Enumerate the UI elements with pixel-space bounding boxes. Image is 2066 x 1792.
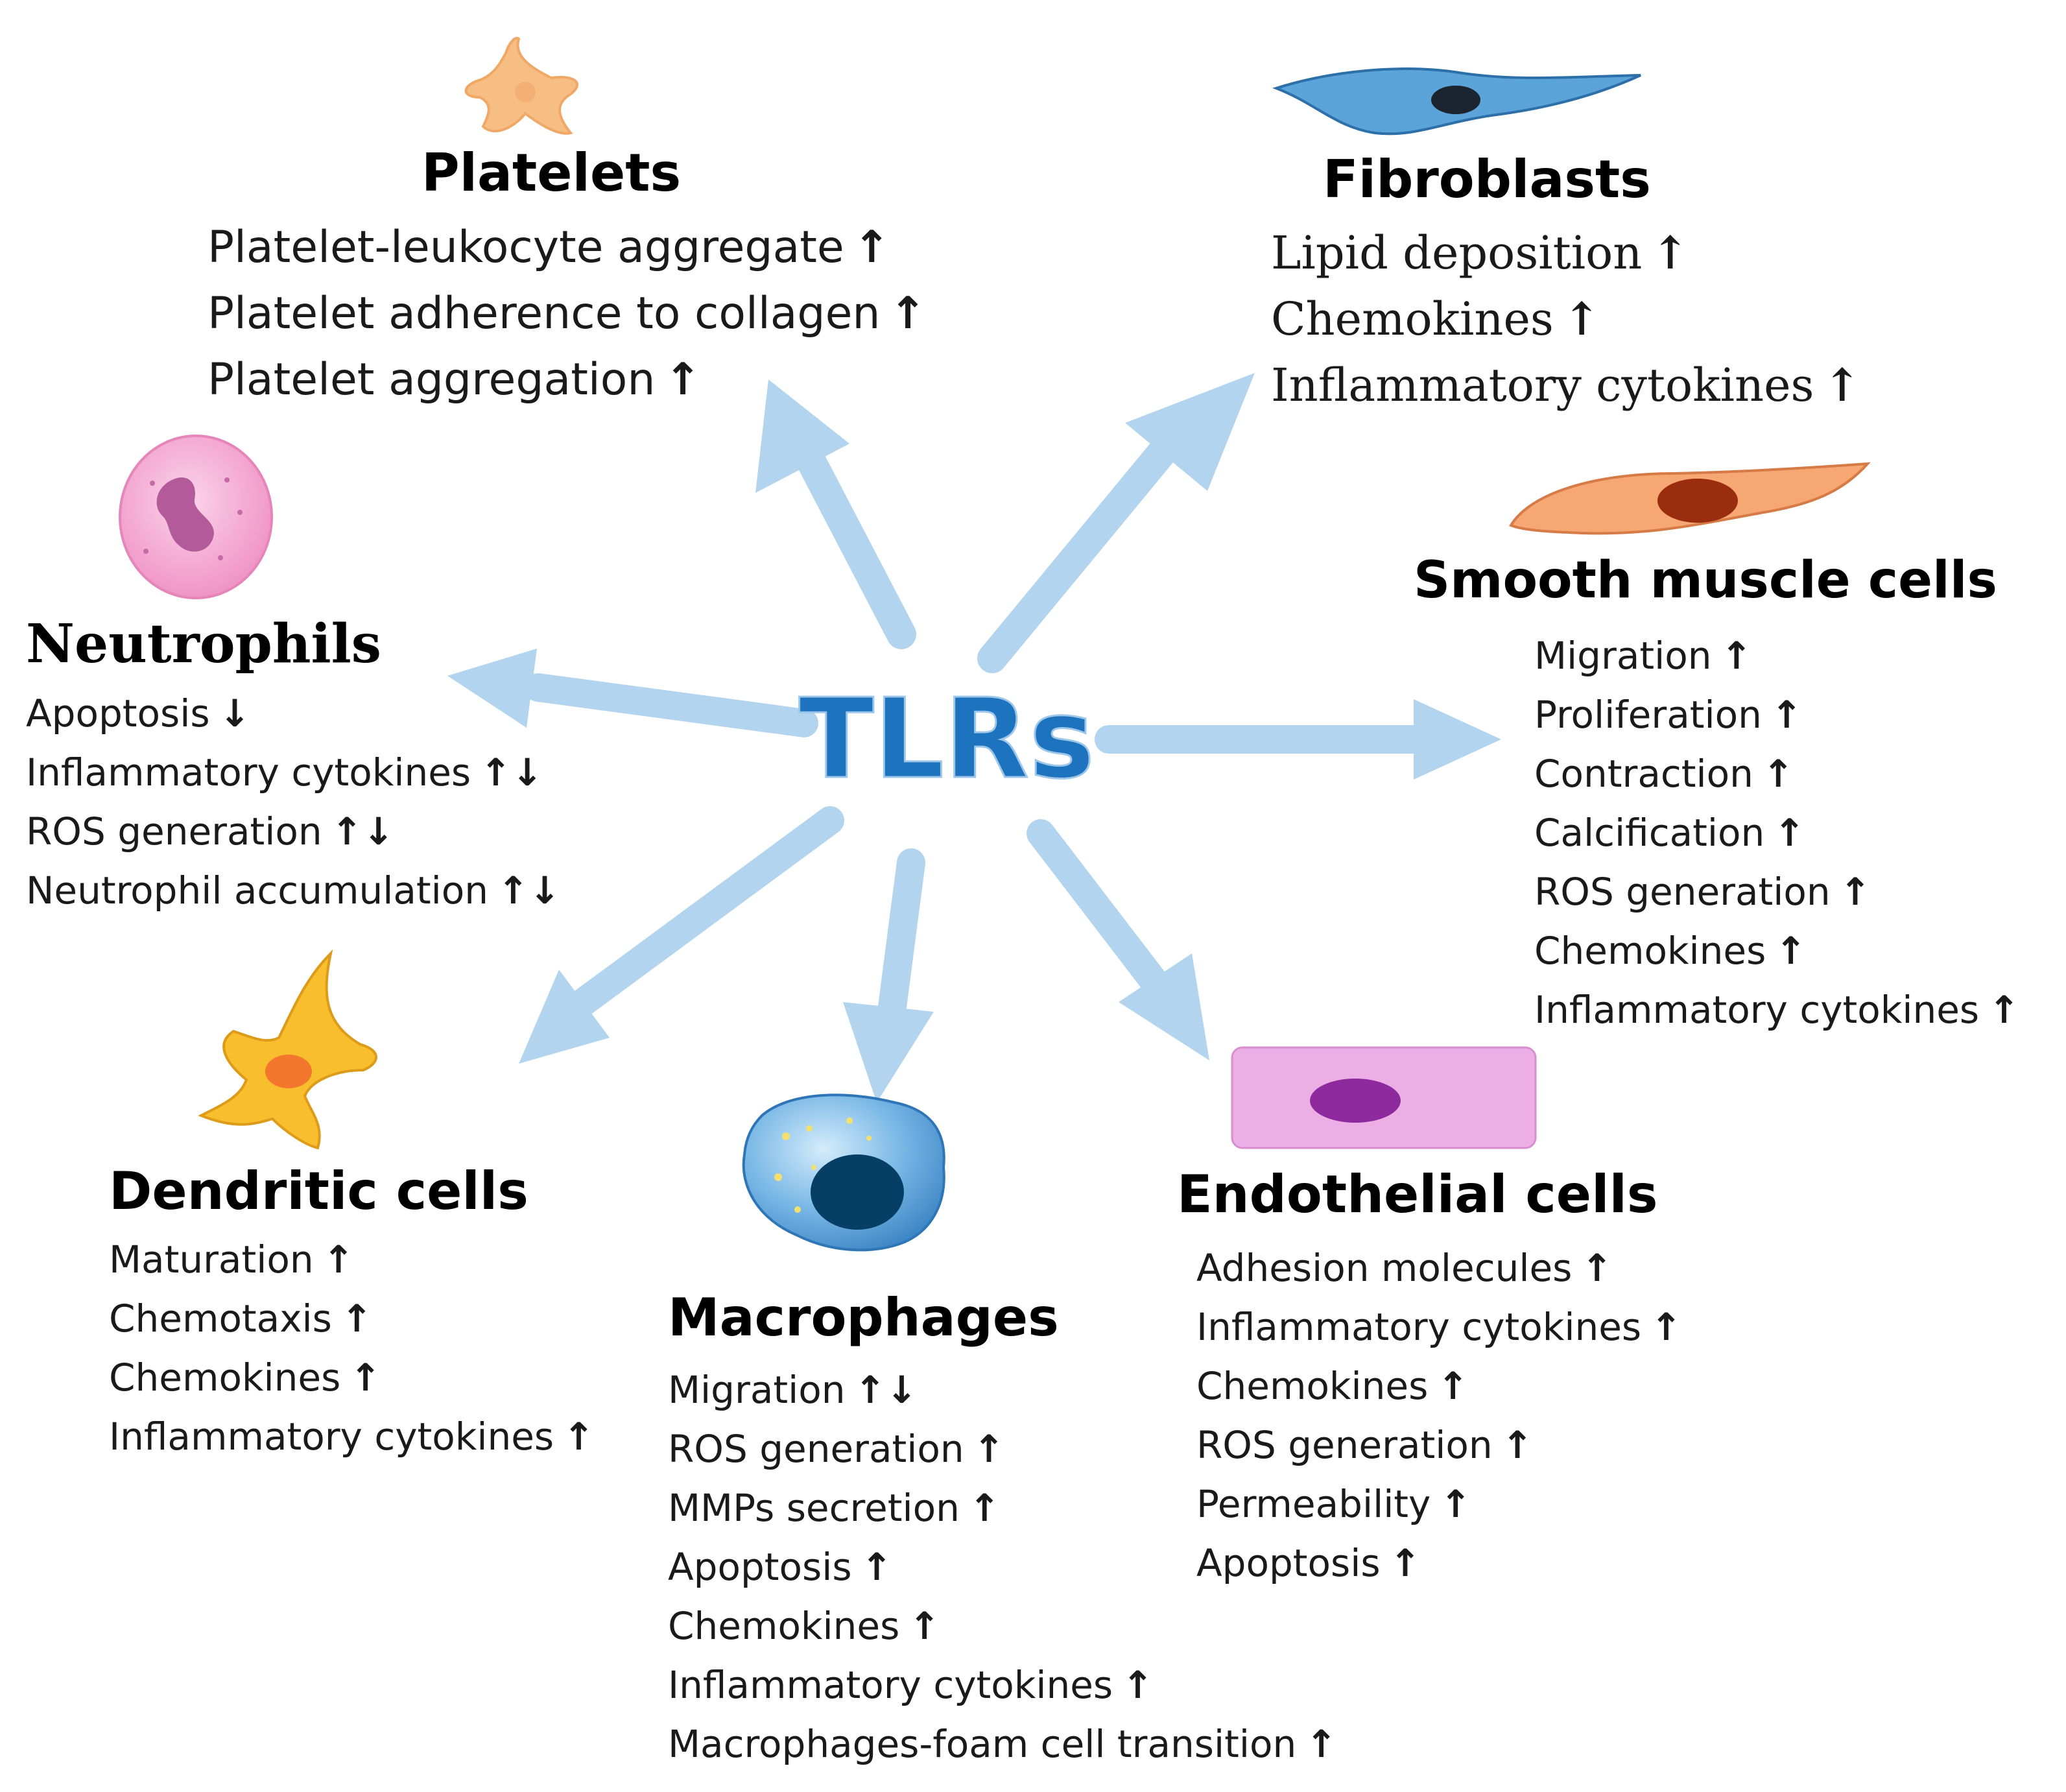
dendritic-title: Dendritic cells <box>109 1161 528 1221</box>
list-item: Lipid deposition↑ <box>1271 226 1690 280</box>
platelets-effects-list: Platelet-leukocyte aggregate↑ Platelet a… <box>208 215 926 413</box>
list-item: Inflammatory cytokines↑↓ <box>26 750 543 794</box>
center-label-tlrs: TLRs <box>799 675 1095 804</box>
list-item: Chemokines↑ <box>1196 1364 1469 1408</box>
endothelial-title: Endothelial cells <box>1177 1164 1658 1225</box>
list-item: Contraction↑ <box>1534 752 1794 796</box>
dendritic-cell-icon <box>198 949 377 1150</box>
smooth-muscle-effects-list: Migration↑ Proliferation↑ Contraction↑ C… <box>1534 627 2020 1040</box>
arrow-to-platelets <box>755 379 916 649</box>
macrophage-icon <box>742 1093 945 1252</box>
smooth-muscle-group: Smooth muscle cells Migration↑ Prolifera… <box>1414 551 2020 1040</box>
list-item: Adhesion molecules↑ <box>1196 1246 1613 1290</box>
platelets-group: Platelets Platelet-leukocyte aggregate↑ … <box>208 143 926 413</box>
list-item: Chemokines↑ <box>109 1356 381 1400</box>
endothelial-effects-list: Adhesion molecules↑ Inflammatory cytokin… <box>1196 1239 1682 1593</box>
list-item: Inflammatory cytokines↑ <box>668 1663 1154 1707</box>
arrow-to-macrophages <box>843 848 934 1103</box>
endothelial-group: Endothelial cells Adhesion molecules↑ In… <box>1177 1164 1682 1593</box>
endothelial-cell-icon <box>1231 1046 1537 1149</box>
macrophages-effects-list: Migration↑↓ ROS generation↑ MMPs secreti… <box>668 1361 1337 1774</box>
list-item: ROS generation↑ <box>1196 1423 1534 1467</box>
list-item: Chemokines↑ <box>1534 929 1807 973</box>
list-item: Chemotaxis↑ <box>109 1296 373 1341</box>
list-item: Neutrophil accumulation↑↓ <box>26 868 561 913</box>
list-item: Macrophages-foam cell transition↑ <box>668 1722 1337 1766</box>
fibroblasts-effects-list: Lipid deposition↑ Chemokines↑ Inflammato… <box>1271 220 1861 418</box>
list-item: Migration↑↓ <box>668 1368 918 1412</box>
list-item: MMPs secretion↑ <box>668 1486 1001 1530</box>
list-item: Calcification↑ <box>1534 811 1805 855</box>
arrows-layer <box>447 373 1501 1103</box>
list-item: Platelet adherence to collagen↑ <box>208 288 927 339</box>
arrow-to-endothelial <box>1027 819 1209 1060</box>
list-item: Maturation↑ <box>109 1237 355 1282</box>
list-item: Apoptosis↓ <box>26 691 251 735</box>
macrophages-title: Macrophages <box>668 1287 1059 1348</box>
macrophages-group: Macrophages Migration↑↓ ROS generation↑ … <box>668 1287 1337 1774</box>
dendritic-effects-list: Maturation↑ Chemotaxis↑ Chemokines↑ Infl… <box>109 1230 595 1466</box>
fibroblasts-title: Fibroblasts <box>1323 149 1651 209</box>
list-item: Platelet aggregation↑ <box>208 354 702 405</box>
fibroblasts-group: Fibroblasts Lipid deposition↑ Chemokines… <box>1271 149 1861 418</box>
smooth-muscle-cell-icon <box>1509 462 1871 535</box>
platelet-icon <box>464 36 578 135</box>
neutrophil-icon <box>119 435 273 599</box>
arrow-to-neutrophils <box>447 649 818 737</box>
list-item: Permeability↑ <box>1196 1482 1471 1526</box>
list-item: Inflammatory cytokines↑ <box>1196 1305 1682 1349</box>
arrow-to-smooth-muscle <box>1095 699 1501 780</box>
neutrophils-effects-list: Apoptosis↓ Inflammatory cytokines↑↓ ROS … <box>26 684 560 920</box>
list-item: Platelet-leukocyte aggregate↑ <box>208 222 890 273</box>
list-item: Migration↑ <box>1534 634 1753 678</box>
list-item: Inflammatory cytokines↑ <box>109 1415 595 1459</box>
arrow-to-dendritic <box>519 806 844 1064</box>
list-item: ROS generation↑↓ <box>26 809 394 854</box>
list-item: Apoptosis↑ <box>1196 1541 1421 1585</box>
list-item: ROS generation↑ <box>1534 870 1871 914</box>
smooth-muscle-title: Smooth muscle cells <box>1414 551 1997 610</box>
platelets-title: Platelets <box>422 143 682 203</box>
list-item: Chemokines↑ <box>668 1604 940 1648</box>
fibroblast-icon <box>1272 67 1641 136</box>
list-item: Inflammatory cytokines↑ <box>1534 988 2020 1032</box>
neutrophils-group: Neutrophils Apoptosis↓ Inflammatory cyto… <box>26 613 560 920</box>
dendritic-group: Dendritic cells Maturation↑ Chemotaxis↑ … <box>109 1161 595 1466</box>
list-item: Apoptosis↑ <box>668 1545 893 1589</box>
arrow-to-fibroblasts <box>977 373 1255 673</box>
neutrophils-title: Neutrophils <box>26 613 381 675</box>
list-item: Proliferation↑ <box>1534 693 1803 737</box>
list-item: Chemokines↑ <box>1271 292 1601 346</box>
list-item: Inflammatory cytokines↑ <box>1271 358 1862 412</box>
list-item: ROS generation↑ <box>668 1427 1005 1471</box>
